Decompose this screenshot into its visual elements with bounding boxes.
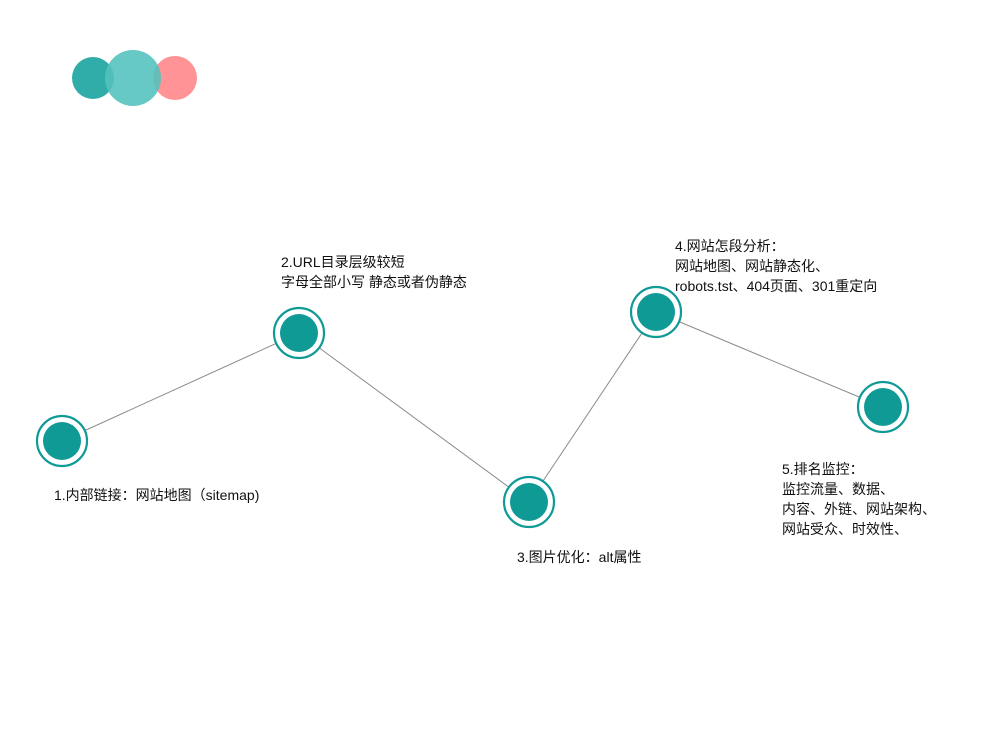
step-node-2 <box>272 306 326 360</box>
step-label-3: 3.图片优化：alt属性 <box>517 547 641 567</box>
logo-circle-pink <box>153 56 197 100</box>
step-node-dot <box>637 293 675 331</box>
step-label-line: 内容、外链、网站架构、 <box>782 501 936 517</box>
connector-line-2-3 <box>298 332 530 503</box>
connector-line-1-2 <box>61 332 300 442</box>
step-label-line: 网站受众、时效性、 <box>782 521 908 537</box>
connector-lines <box>61 311 884 503</box>
step-label-line: 3.图片优化：alt属性 <box>517 549 642 565</box>
step-node-3 <box>502 475 556 529</box>
step-label-5: 5.排名监控： 监控流量、数据、内容、外链、网站架构、网站受众、时效性、 <box>782 459 936 539</box>
step-label-line: 4.网站怎段分析： <box>675 238 785 254</box>
step-label-line: 1.内部链接：网站地图（sitemap) <box>54 487 260 503</box>
step-label-1: 1.内部链接：网站地图（sitemap) <box>54 485 259 505</box>
step-label-line: 2.URL目录层级较短 <box>281 254 405 270</box>
step-label-line: 网站地图、网站静态化、 <box>675 258 829 274</box>
logo-circle-teal-light <box>105 50 161 106</box>
step-node-4 <box>629 285 683 339</box>
step-node-1 <box>35 414 89 468</box>
step-label-line: 5.排名监控： <box>782 461 864 477</box>
step-node-dot <box>280 314 318 352</box>
step-label-line: 监控流量、数据、 <box>782 481 894 497</box>
step-label-4: 4.网站怎段分析： 网站地图、网站静态化、 robots.tst、404页面、301… <box>675 236 877 296</box>
connector-line-4-5 <box>655 311 884 408</box>
step-node-dot <box>510 483 548 521</box>
logo-circle-teal-dark <box>72 57 114 99</box>
step-node-5 <box>856 380 910 434</box>
step-node-dot <box>43 422 81 460</box>
overlapping-circles-logo <box>72 50 197 106</box>
step-label-line: robots.tst、404页面、301重定向 <box>675 278 878 294</box>
step-node-dot <box>864 388 902 426</box>
step-nodes <box>35 285 910 529</box>
step-label-line: 字母全部小写 静态或者伪静态 <box>281 274 467 290</box>
connector-line-3-4 <box>528 311 657 503</box>
step-label-2: 2.URL目录层级较短字母全部小写 静态或者伪静态 <box>281 252 467 292</box>
